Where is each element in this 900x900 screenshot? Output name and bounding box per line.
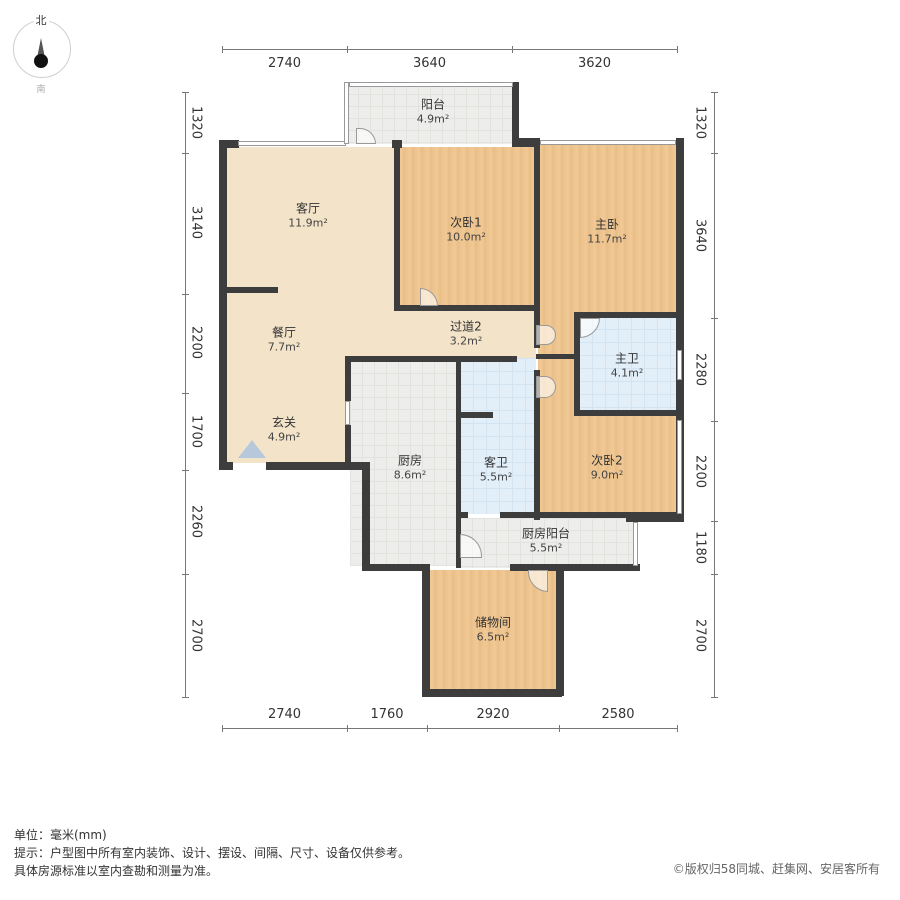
window [238,141,346,146]
right-dim-4: 2200 [692,454,708,489]
room-bedroom-2 [538,414,678,514]
room-kitchen-balcony [460,518,636,568]
room-guest-bath [460,358,536,514]
right-dim-2: 3640 [692,218,708,253]
tick [427,725,428,732]
wall [219,140,227,470]
tick [222,46,223,53]
tick [512,46,513,53]
room-hallway2 [390,310,536,358]
bottom-dim-2: 1760 [370,707,404,722]
tick [347,725,348,732]
window [677,420,682,514]
window [349,82,513,87]
compass: 北 南 [10,10,72,95]
room-master-bath [579,316,677,412]
compass-needle-icon [37,38,45,58]
bottom-dim-1: 2740 [267,707,302,722]
tick [347,46,348,53]
left-dim-2: 3140 [188,205,204,240]
left-dim-1: 1320 [188,105,204,140]
window [344,82,349,144]
tip-note: 提示：户型图中所有室内装饰、设计、摆设、间隔、尺寸、设备仅供参考。 [14,846,411,860]
compass-center-icon [34,54,48,68]
bottom-dim-3: 2920 [476,707,510,722]
top-dim-1: 2740 [267,56,302,71]
window [677,350,682,380]
right-dim-5: 1180 [692,530,708,565]
room-master-bedroom [538,144,678,314]
top-dimension-line [222,49,678,50]
right-dimension-line [714,92,715,698]
tick [559,725,560,732]
unit-note: 单位：毫米(mm) [14,828,107,842]
entrance-arrow-icon [238,440,266,458]
room-storage [429,570,559,690]
door-master-bedroom[interactable] [536,325,556,345]
notes: 单位：毫米(mm) 提示：户型图中所有室内装饰、设计、摆设、间隔、尺寸、设备仅供… [14,826,410,880]
window [633,522,638,566]
window [540,140,676,145]
left-dim-6: 2700 [188,618,204,653]
left-dim-4: 1700 [188,414,204,449]
top-dim-3: 3620 [577,56,612,71]
left-dimension-line [185,92,186,698]
window [345,401,350,425]
tick [677,725,678,732]
south-label: 南 [34,85,48,95]
room-balcony [346,82,514,144]
bottom-dim-4: 2580 [601,707,635,722]
right-dim-6: 2700 [692,618,708,653]
tick [677,46,678,53]
room-bedroom-1 [398,147,534,309]
right-dim-1: 1320 [692,105,708,140]
tick [222,725,223,732]
disclaimer-note: 具体房源标准以室内查勘和测量为准。 [14,864,219,878]
right-dim-3: 2280 [692,352,708,387]
top-dim-2: 3640 [412,56,447,71]
door-bedroom-2[interactable] [536,376,556,398]
left-dim-3: 2200 [188,325,204,360]
left-dim-5: 2260 [188,504,204,539]
bottom-dimension-line [222,728,678,729]
north-label: 北 [33,14,49,27]
copyright: ©版权归58同城、赶集网、安居客所有 [672,862,880,876]
